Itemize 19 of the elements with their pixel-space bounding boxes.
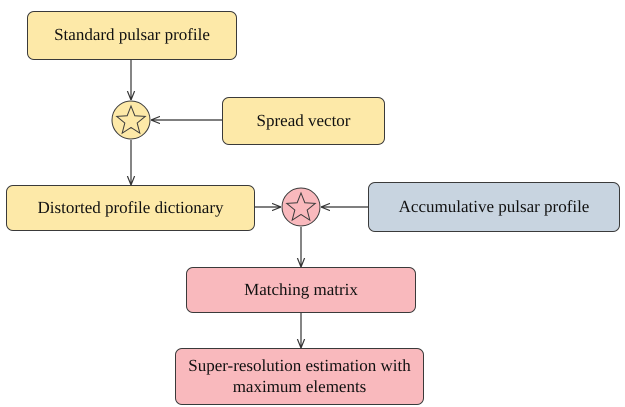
arrow xyxy=(126,60,136,101)
box-text: Distorted profile dictionary xyxy=(36,198,224,218)
arrow xyxy=(296,313,306,349)
process-box xyxy=(27,11,237,60)
arrow xyxy=(320,202,368,212)
arrow xyxy=(296,227,306,268)
process-box xyxy=(6,185,255,231)
box-text: Standard pulsar profile xyxy=(53,25,211,46)
process-box xyxy=(186,267,416,313)
box-text: Spread vector xyxy=(256,110,352,132)
process-box xyxy=(175,348,424,405)
box-text: Accumulative pulsar profile xyxy=(398,196,590,218)
arrow xyxy=(126,140,136,186)
process-box xyxy=(368,182,620,232)
box-text: Matching matrix xyxy=(243,280,359,300)
process-box xyxy=(222,97,385,145)
box-text: Super-resolution estimation with maximum elements xyxy=(187,356,412,397)
arrow xyxy=(255,202,282,212)
arrow xyxy=(150,116,222,124)
